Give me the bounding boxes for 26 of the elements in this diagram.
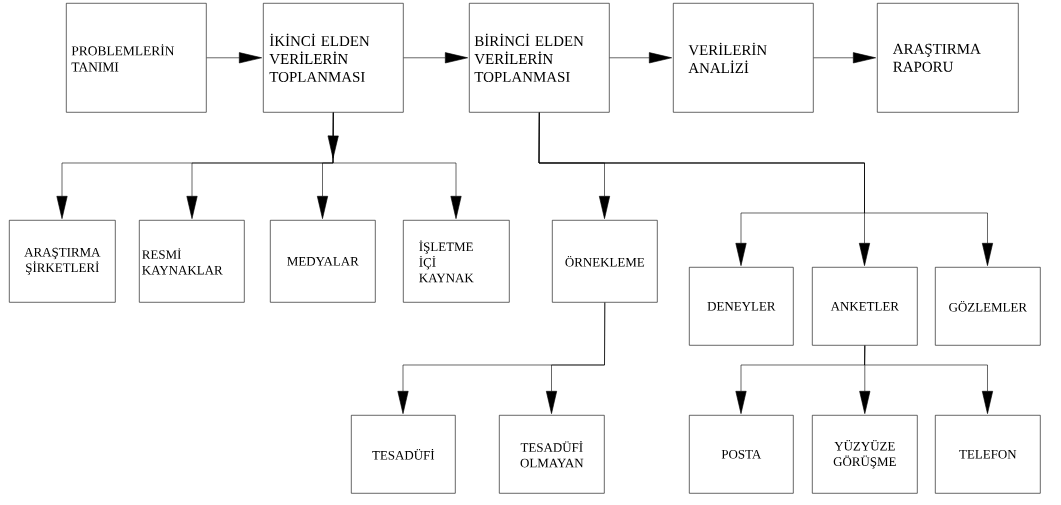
process-box: MEDYALAR [270, 220, 376, 303]
arrow [332, 112, 462, 219]
process-box: TELEFON [935, 415, 1041, 494]
process-box: DENEYLER [689, 267, 794, 346]
process-box: TESADÜFİ [351, 415, 456, 494]
process-box: TESADÜFİ OLMAYAN [499, 415, 605, 494]
process-box: ÖRNEKLEME [552, 220, 658, 303]
process-box: ANKETLER [812, 267, 918, 346]
process-box: VERİLERİN ANALİZİ [673, 3, 814, 113]
process-box: POSTA [689, 415, 794, 494]
arrow [864, 345, 993, 414]
process-box: ARAŞTIRMA ŞİRKETLERİ [9, 220, 116, 303]
process-box: BİRİNCİ ELDEN VERİLERİN TOPLANMASI [469, 3, 610, 113]
process-box: GÖZLEMLER [935, 267, 1041, 346]
arrow [403, 52, 468, 64]
arrow [538, 112, 993, 266]
arrow [206, 52, 262, 64]
process-box: PROBLEMLERİN TANIMI [66, 3, 207, 113]
process-box: İŞLETME İÇİ KAYNAK [403, 220, 510, 303]
process-box: YÜZYÜZE GÖRÜŞME [812, 415, 918, 494]
process-box: İKİNCİ ELDEN VERİLERİN TOPLANMASI [263, 3, 404, 113]
arrow [609, 52, 672, 64]
arrow [546, 302, 606, 414]
arrow [813, 52, 876, 64]
process-box: RESMİ KAYNAKLAR [139, 220, 245, 303]
process-box: ARAŞTIRMA RAPORU [877, 3, 1019, 113]
